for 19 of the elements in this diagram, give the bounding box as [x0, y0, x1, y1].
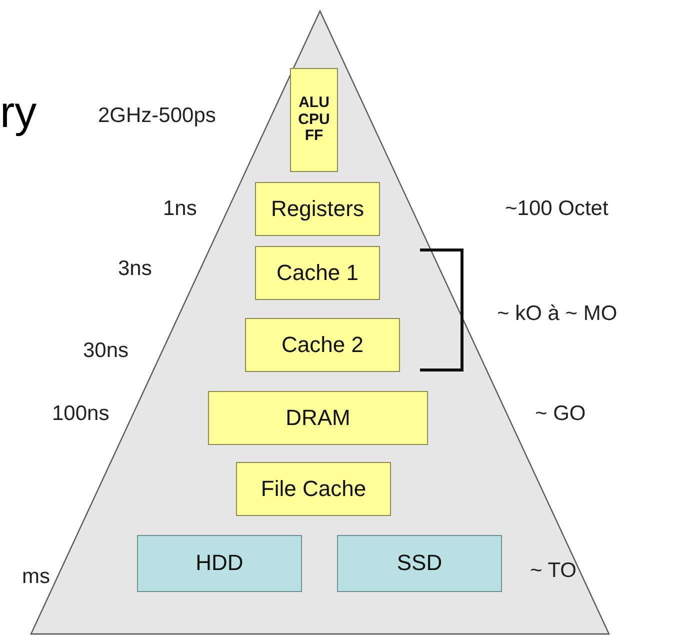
- latency-label: 1ns: [163, 197, 197, 221]
- latency-label: 100ns: [52, 402, 110, 426]
- heading-fragment: ry: [0, 88, 37, 138]
- size-note: ~ TO: [530, 559, 577, 583]
- memory-level-box: Registers: [255, 182, 380, 236]
- memory-level-box: ALU CPU FF: [290, 68, 338, 172]
- latency-label: 3ns: [118, 257, 152, 281]
- memory-level-box: Cache 1: [255, 246, 380, 300]
- size-note: ~ GO: [535, 402, 586, 426]
- latency-label: ms: [22, 565, 50, 589]
- memory-level-box: File Cache: [236, 462, 391, 516]
- memory-level-box: DRAM: [208, 391, 428, 445]
- latency-label: 2GHz-500ps: [98, 104, 216, 128]
- latency-label: 30ns: [83, 339, 129, 363]
- memory-level-box: HDD: [137, 535, 302, 592]
- size-note: ~ kO à ~ MO: [497, 302, 618, 326]
- size-note: ~100 Octet: [505, 197, 608, 221]
- memory-level-box: SSD: [337, 535, 502, 592]
- memory-level-box: Cache 2: [245, 318, 400, 372]
